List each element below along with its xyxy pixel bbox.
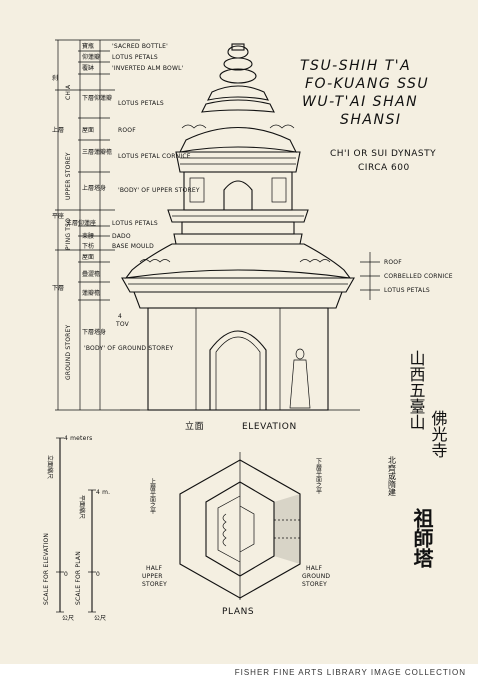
section-upper: UPPER STOREY bbox=[65, 152, 72, 200]
plan-upper-cjk: 上層平面之半 bbox=[149, 477, 156, 515]
pagoda-elevation bbox=[120, 43, 360, 411]
scale-plan-unit: 公尺 bbox=[94, 615, 106, 622]
section-cha-cjk: 刹 bbox=[52, 74, 58, 82]
row-en: 'BODY' OF GROUND STOREY bbox=[84, 345, 173, 352]
cjk-title-col3: 祖師塔 bbox=[410, 507, 434, 569]
title-line-1: TSU-SHIH T'A bbox=[300, 58, 411, 74]
row-en: LOTUS PETAL CORNICE bbox=[118, 153, 191, 160]
right-lotus: LOTUS PETALS bbox=[384, 287, 430, 294]
row-en: 'INVERTED ALM BOWL' bbox=[112, 65, 184, 72]
right-roof: ROOF bbox=[384, 259, 402, 266]
row-cjk: 屋面 bbox=[82, 127, 94, 134]
row-en: LOTUS PETALS bbox=[112, 54, 158, 61]
row-en: DADO bbox=[112, 233, 131, 240]
row-en: LOTUS PETALS bbox=[118, 100, 164, 107]
row-cjk: 下層塔身 bbox=[82, 328, 106, 336]
row-cjk: 下枋 bbox=[82, 242, 94, 250]
scale-plan: 4 m. 0 公尺 平面縮尺 SCALE FOR PLAN bbox=[75, 489, 110, 622]
scale-plan-zero: 0 bbox=[96, 571, 100, 578]
section-pingtso-cjk: 平座 bbox=[52, 212, 64, 220]
title-dynasty: CH'I OR SUI DYNASTY bbox=[330, 149, 436, 159]
scale-elev-zero: 0 bbox=[64, 571, 68, 578]
tov-label: 4 bbox=[118, 313, 122, 320]
plan-ground-en: GROUND bbox=[302, 573, 330, 580]
scale-elevation: 4 meters 0 公尺 立面縮尺 SCALE FOR ELEVATION bbox=[43, 435, 93, 622]
elevation-caption: ELEVATION bbox=[242, 422, 297, 432]
plan-ground-en: STOREY bbox=[302, 581, 327, 588]
row-en: 'BODY' OF UPPER STOREY bbox=[118, 187, 200, 194]
scale-plan-top: 4 m. bbox=[96, 489, 110, 496]
cjk-title-col2: 佛光寺 bbox=[429, 410, 448, 458]
plans-caption: PLANS bbox=[222, 607, 254, 617]
row-cjk: 三層蓮瓣檐 bbox=[82, 148, 112, 156]
section-cha: CH'A bbox=[65, 84, 72, 100]
left-row-labels: 寶瓶 'SACRED BOTTLE' 仰蓮瓣 LOTUS PETALS 覆缽 '… bbox=[66, 42, 200, 352]
row-en: LOTUS PETALS bbox=[112, 220, 158, 227]
title-line-4: SHANSI bbox=[340, 112, 401, 128]
footer: FISHER FINE ARTS LIBRARY IMAGE COLLECTIO… bbox=[0, 664, 478, 684]
scale-plan-label: SCALE FOR PLAN bbox=[75, 551, 82, 605]
plan-upper-en: STOREY bbox=[142, 581, 167, 588]
row-cjk: 仰蓮瓣 bbox=[82, 53, 100, 61]
scale-elev-top: 4 meters bbox=[64, 435, 93, 442]
title-line-3: WU-T'AI SHAN bbox=[302, 94, 418, 110]
title-date: CIRCA 600 bbox=[358, 163, 410, 173]
chinese-title: 山西五臺山 佛光寺 祖師塔 北齊或隋建 bbox=[388, 350, 448, 569]
tov-label: TOV bbox=[115, 321, 130, 328]
elevation-caption-cjk: 立面 bbox=[185, 420, 204, 432]
plan-upper-en: HALF bbox=[146, 565, 163, 572]
row-cjk: 寶瓶 bbox=[82, 42, 94, 50]
pagoda-drawing: TSU-SHIH T'A FO-KUANG SSU WU-T'AI SHAN S… bbox=[43, 39, 453, 622]
row-cjk: 上層塔身 bbox=[82, 184, 106, 192]
title-line-2: FO-KUANG SSU bbox=[305, 76, 429, 92]
section-upper-cjk: 上層 bbox=[52, 126, 64, 134]
row-en: 'SACRED BOTTLE' bbox=[112, 43, 168, 50]
scale-elev-unit: 公尺 bbox=[62, 615, 74, 622]
right-corbelled: CORBELLED CORNICE bbox=[384, 273, 453, 280]
row-en: BASE MOULD bbox=[112, 243, 154, 250]
row-cjk: 束腰 bbox=[82, 232, 94, 240]
row-cjk: 疊澀檐 bbox=[82, 270, 100, 278]
scale-plan-cjk: 平面縮尺 bbox=[78, 495, 86, 519]
cjk-title-col1: 山西五臺山 bbox=[407, 350, 426, 430]
row-en: ROOF bbox=[118, 127, 136, 134]
section-pingtso: P'ING TSO bbox=[65, 218, 72, 250]
right-labels: ROOF CORBELLED CORNICE LOTUS PETALS bbox=[360, 252, 453, 300]
row-cjk: 蓮瓣檐 bbox=[82, 289, 100, 297]
plan-ground-cjk: 下層平面之半 bbox=[315, 458, 322, 495]
scale-elev-cjk: 立面縮尺 bbox=[46, 455, 54, 479]
plan-upper-en: UPPER bbox=[142, 573, 163, 580]
plan-ground-en: HALF bbox=[306, 565, 323, 572]
plans bbox=[179, 452, 301, 600]
row-cjk: 下層仰蓮瓣 bbox=[82, 94, 112, 102]
cjk-title-small: 北齊或隋建 bbox=[388, 456, 397, 497]
scale-elev-label: SCALE FOR ELEVATION bbox=[43, 533, 50, 605]
section-ground-cjk: 下層 bbox=[52, 285, 64, 292]
row-cjk: 覆缽 bbox=[82, 64, 94, 72]
footer-credit: FISHER FINE ARTS LIBRARY IMAGE COLLECTIO… bbox=[234, 668, 466, 677]
row-cjk: 三層仰蓮座 bbox=[66, 219, 96, 227]
section-ground: GROUND STOREY bbox=[65, 324, 72, 380]
row-cjk: 屋面 bbox=[82, 254, 94, 261]
